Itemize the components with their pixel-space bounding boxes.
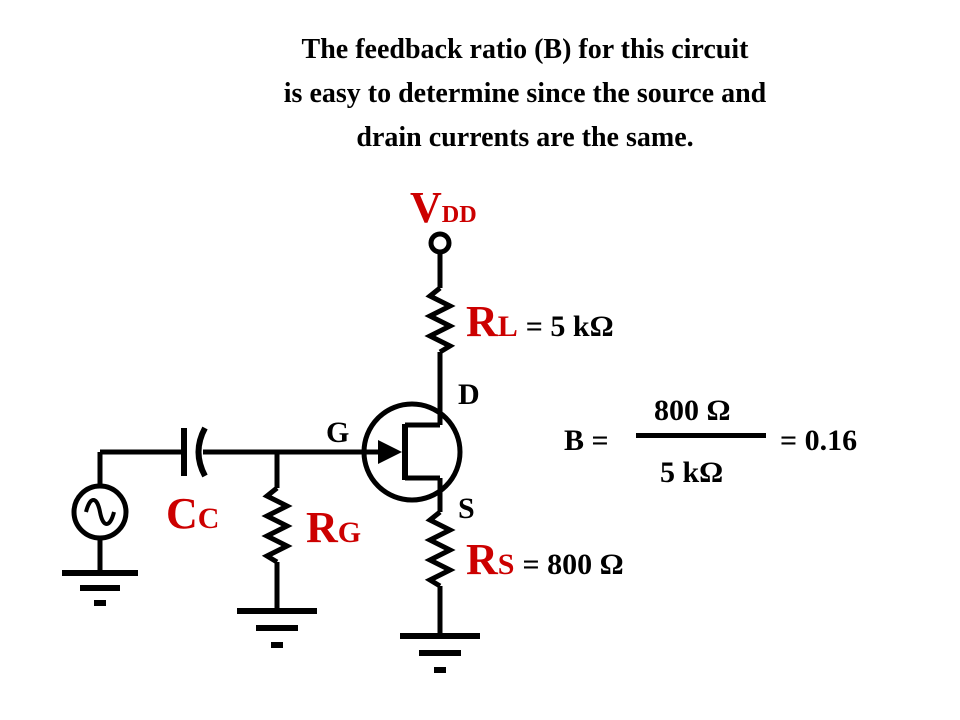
formula-numerator: 800 Ω (654, 394, 731, 427)
rs-resistor (424, 510, 456, 589)
drain-terminal-label: D (458, 378, 480, 411)
ground-symbol-rg (237, 608, 317, 648)
rl-resistor (424, 286, 456, 355)
mosfet-gate-arrow-icon (378, 440, 402, 464)
cc-label-main: C (166, 489, 198, 538)
ground-symbol-source (62, 570, 138, 606)
rl-label-main: R (466, 297, 498, 346)
rg-label-sub: G (337, 516, 362, 549)
formula-lhs: B = (564, 424, 609, 457)
rl-value: = 5 kΩ (525, 310, 614, 343)
ac-source-sine-icon (84, 498, 116, 526)
slide-title: The feedback ratio (B) for this circuit … (0, 28, 960, 160)
formula-result: = 0.16 (780, 424, 858, 457)
source-terminal-label: S (458, 492, 475, 525)
gate-terminal-label: G (326, 416, 350, 449)
ground-symbol-rs (400, 633, 480, 673)
rg-label: RG (306, 506, 361, 550)
title-line-1: The feedback ratio (B) for this circuit (301, 34, 749, 65)
fraction-bar (636, 433, 766, 438)
vdd-label-sub: DD (441, 201, 477, 228)
rg-label-main: R (306, 503, 338, 552)
cc-label-sub: C (197, 502, 220, 535)
rs-value: = 800 Ω (522, 548, 624, 581)
rs-label-main: R (466, 535, 498, 584)
rl-label-sub: L (497, 310, 518, 343)
vdd-terminal (428, 231, 452, 255)
title-line-3: drain currents are the same. (356, 122, 694, 153)
rs-label: RS= 800 Ω (466, 538, 624, 582)
title-line-2: is easy to determine since the source an… (283, 78, 767, 109)
formula-denominator: 5 kΩ (660, 456, 724, 489)
rs-label-sub: S (497, 548, 515, 581)
cc-plate-curved (195, 426, 208, 478)
rl-label: RL= 5 kΩ (466, 300, 614, 344)
vdd-label-main: V (410, 183, 442, 232)
vdd-label: VDD (410, 186, 477, 230)
cc-label: CC (166, 492, 219, 536)
rg-resistor (261, 486, 293, 565)
